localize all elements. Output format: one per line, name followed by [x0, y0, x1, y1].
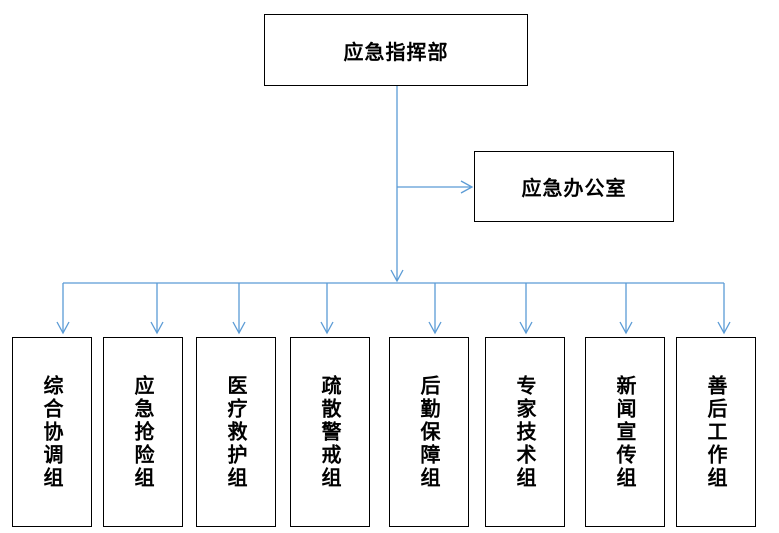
group-node-label: 综合协调组 [40, 374, 64, 490]
group-node-box: 医疗救护组 [196, 337, 276, 527]
trunk-arrowhead [390, 269, 404, 283]
group-node-box: 应急抢险组 [103, 337, 183, 527]
group-node-label: 善后工作组 [704, 374, 728, 490]
drop-arrowhead-3 [320, 321, 334, 335]
drop-arrowhead-7 [717, 321, 731, 335]
group-node-label: 新闻宣传组 [613, 374, 637, 490]
drop-arrowhead-2 [232, 321, 246, 335]
group-node-label: 疏散警戒组 [318, 374, 342, 490]
group-node-box: 疏散警戒组 [290, 337, 370, 527]
drop-arrowhead-6 [619, 321, 633, 335]
office-arrowhead [460, 180, 474, 194]
group-node-box: 后勤保障组 [389, 337, 469, 527]
group-node-label: 医疗救护组 [224, 374, 248, 490]
root-node-label: 应急指挥部 [343, 39, 449, 64]
group-node-label: 应急抢险组 [131, 374, 155, 490]
group-node-box: 专家技术组 [485, 337, 565, 527]
drop-arrowhead-4 [428, 321, 442, 335]
group-node-label: 专家技术组 [513, 374, 537, 490]
drop-arrowhead-1 [150, 321, 164, 335]
group-node-box: 善后工作组 [676, 337, 756, 527]
drop-arrowhead-5 [519, 321, 533, 335]
group-node-box: 综合协调组 [12, 337, 92, 527]
root-node-box: 应急指挥部 [264, 14, 528, 86]
group-node-box: 新闻宣传组 [585, 337, 665, 527]
office-node-box: 应急办公室 [474, 151, 674, 222]
office-node-label: 应急办公室 [521, 176, 627, 200]
group-node-label: 后勤保障组 [417, 374, 441, 490]
drop-arrowhead-0 [56, 321, 70, 335]
